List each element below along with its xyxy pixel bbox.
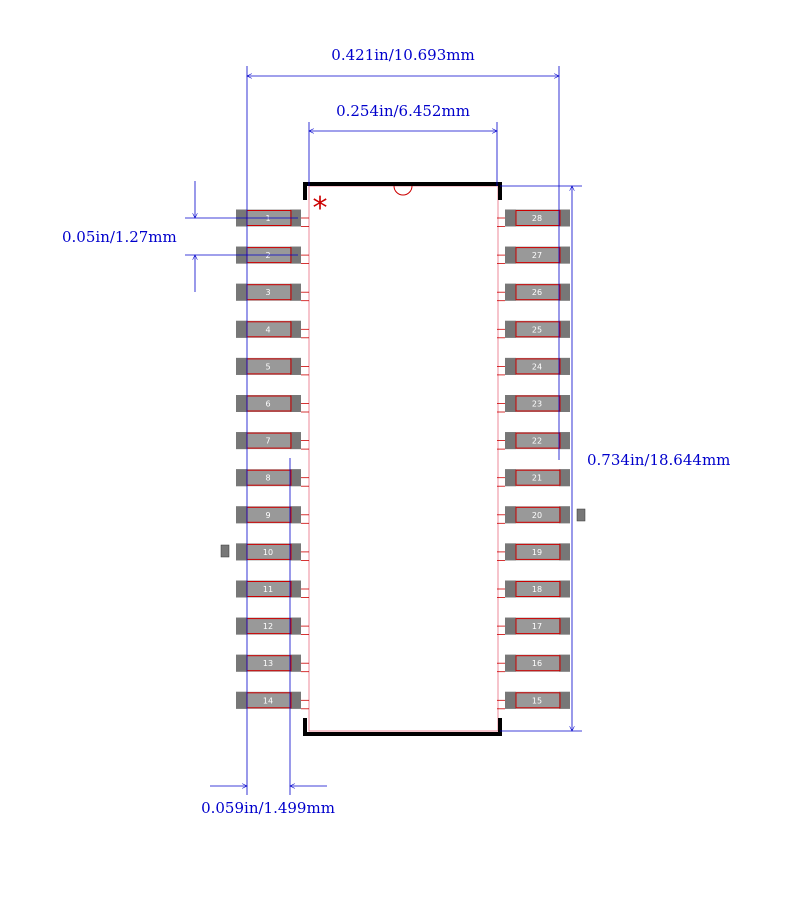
right-pad: 26 [497,283,570,302]
pin-number: 22 [532,437,542,446]
pin-number: 11 [263,585,273,594]
pad-length-label: 0.059in/1.499mm [201,799,335,817]
pin-number: 6 [265,400,270,409]
right-pad: 18 [497,580,570,598]
pin-number: 15 [532,696,542,705]
right-pad: 23 [497,395,570,413]
left-pad: 4 [236,320,309,339]
left-pad: 11 [236,580,309,598]
left-pad: 8 [236,469,309,487]
right-pad: 20 [497,506,570,524]
right-pad: 24 [497,357,570,376]
overall-width-label: 0.421in/10.693mm [331,46,474,64]
left-pad: 10 [236,543,309,561]
pitch-label: 0.05in/1.27mm [62,228,177,246]
left-pad: 7 [236,432,309,450]
left-pad: 3 [236,283,309,302]
pin-number: 18 [532,585,542,594]
pin-number: 20 [532,511,542,520]
right-pad: 21 [497,469,570,487]
right-pad: 27 [497,246,570,265]
pin-number: 5 [265,362,270,371]
pin-number: 23 [532,400,542,409]
pin-number: 26 [532,288,542,297]
pin-number: 24 [532,362,542,371]
pin-number: 25 [532,325,542,334]
pin-number: 9 [265,511,270,520]
fiducial-left [220,544,230,558]
pin1-notch [393,185,413,196]
pin-number: 12 [263,622,273,631]
height-label: 0.734in/18.644mm [587,451,730,469]
pin-number: 4 [265,325,270,334]
package-body [308,185,499,732]
pin-number: 27 [532,251,542,260]
right-pad: 16 [497,654,570,673]
pin-number: 19 [532,548,542,557]
right-pad: 17 [497,617,570,635]
pin-number: 21 [532,474,542,483]
right-pad-column: 28 27 26 25 24 23 22 21 20 19 18 17 16 15 [497,209,570,710]
left-pad: 14 [236,691,309,710]
right-pad: 28 [497,209,570,227]
pin-number: 3 [265,288,270,297]
pin-number: 17 [532,622,542,631]
left-pad: 12 [236,617,309,635]
right-pad: 19 [497,543,570,561]
pin-number: 7 [265,437,270,446]
pin-number: 1 [265,214,270,223]
pin1-marker: * [313,191,328,226]
fiducial-right [576,508,586,522]
courtyard-outline [303,182,502,736]
pin-number: 14 [263,696,273,705]
pin-number: 13 [263,659,273,668]
right-pad: 22 [497,432,570,450]
right-pad: 25 [497,320,570,339]
body-width-label: 0.254in/6.452mm [336,102,470,120]
pin-number: 2 [265,251,270,260]
pin-number: 28 [532,214,542,223]
pin-number: 16 [532,659,542,668]
pin-number: 10 [263,548,273,557]
pin-number: 8 [265,474,270,483]
right-pad: 15 [497,691,570,710]
